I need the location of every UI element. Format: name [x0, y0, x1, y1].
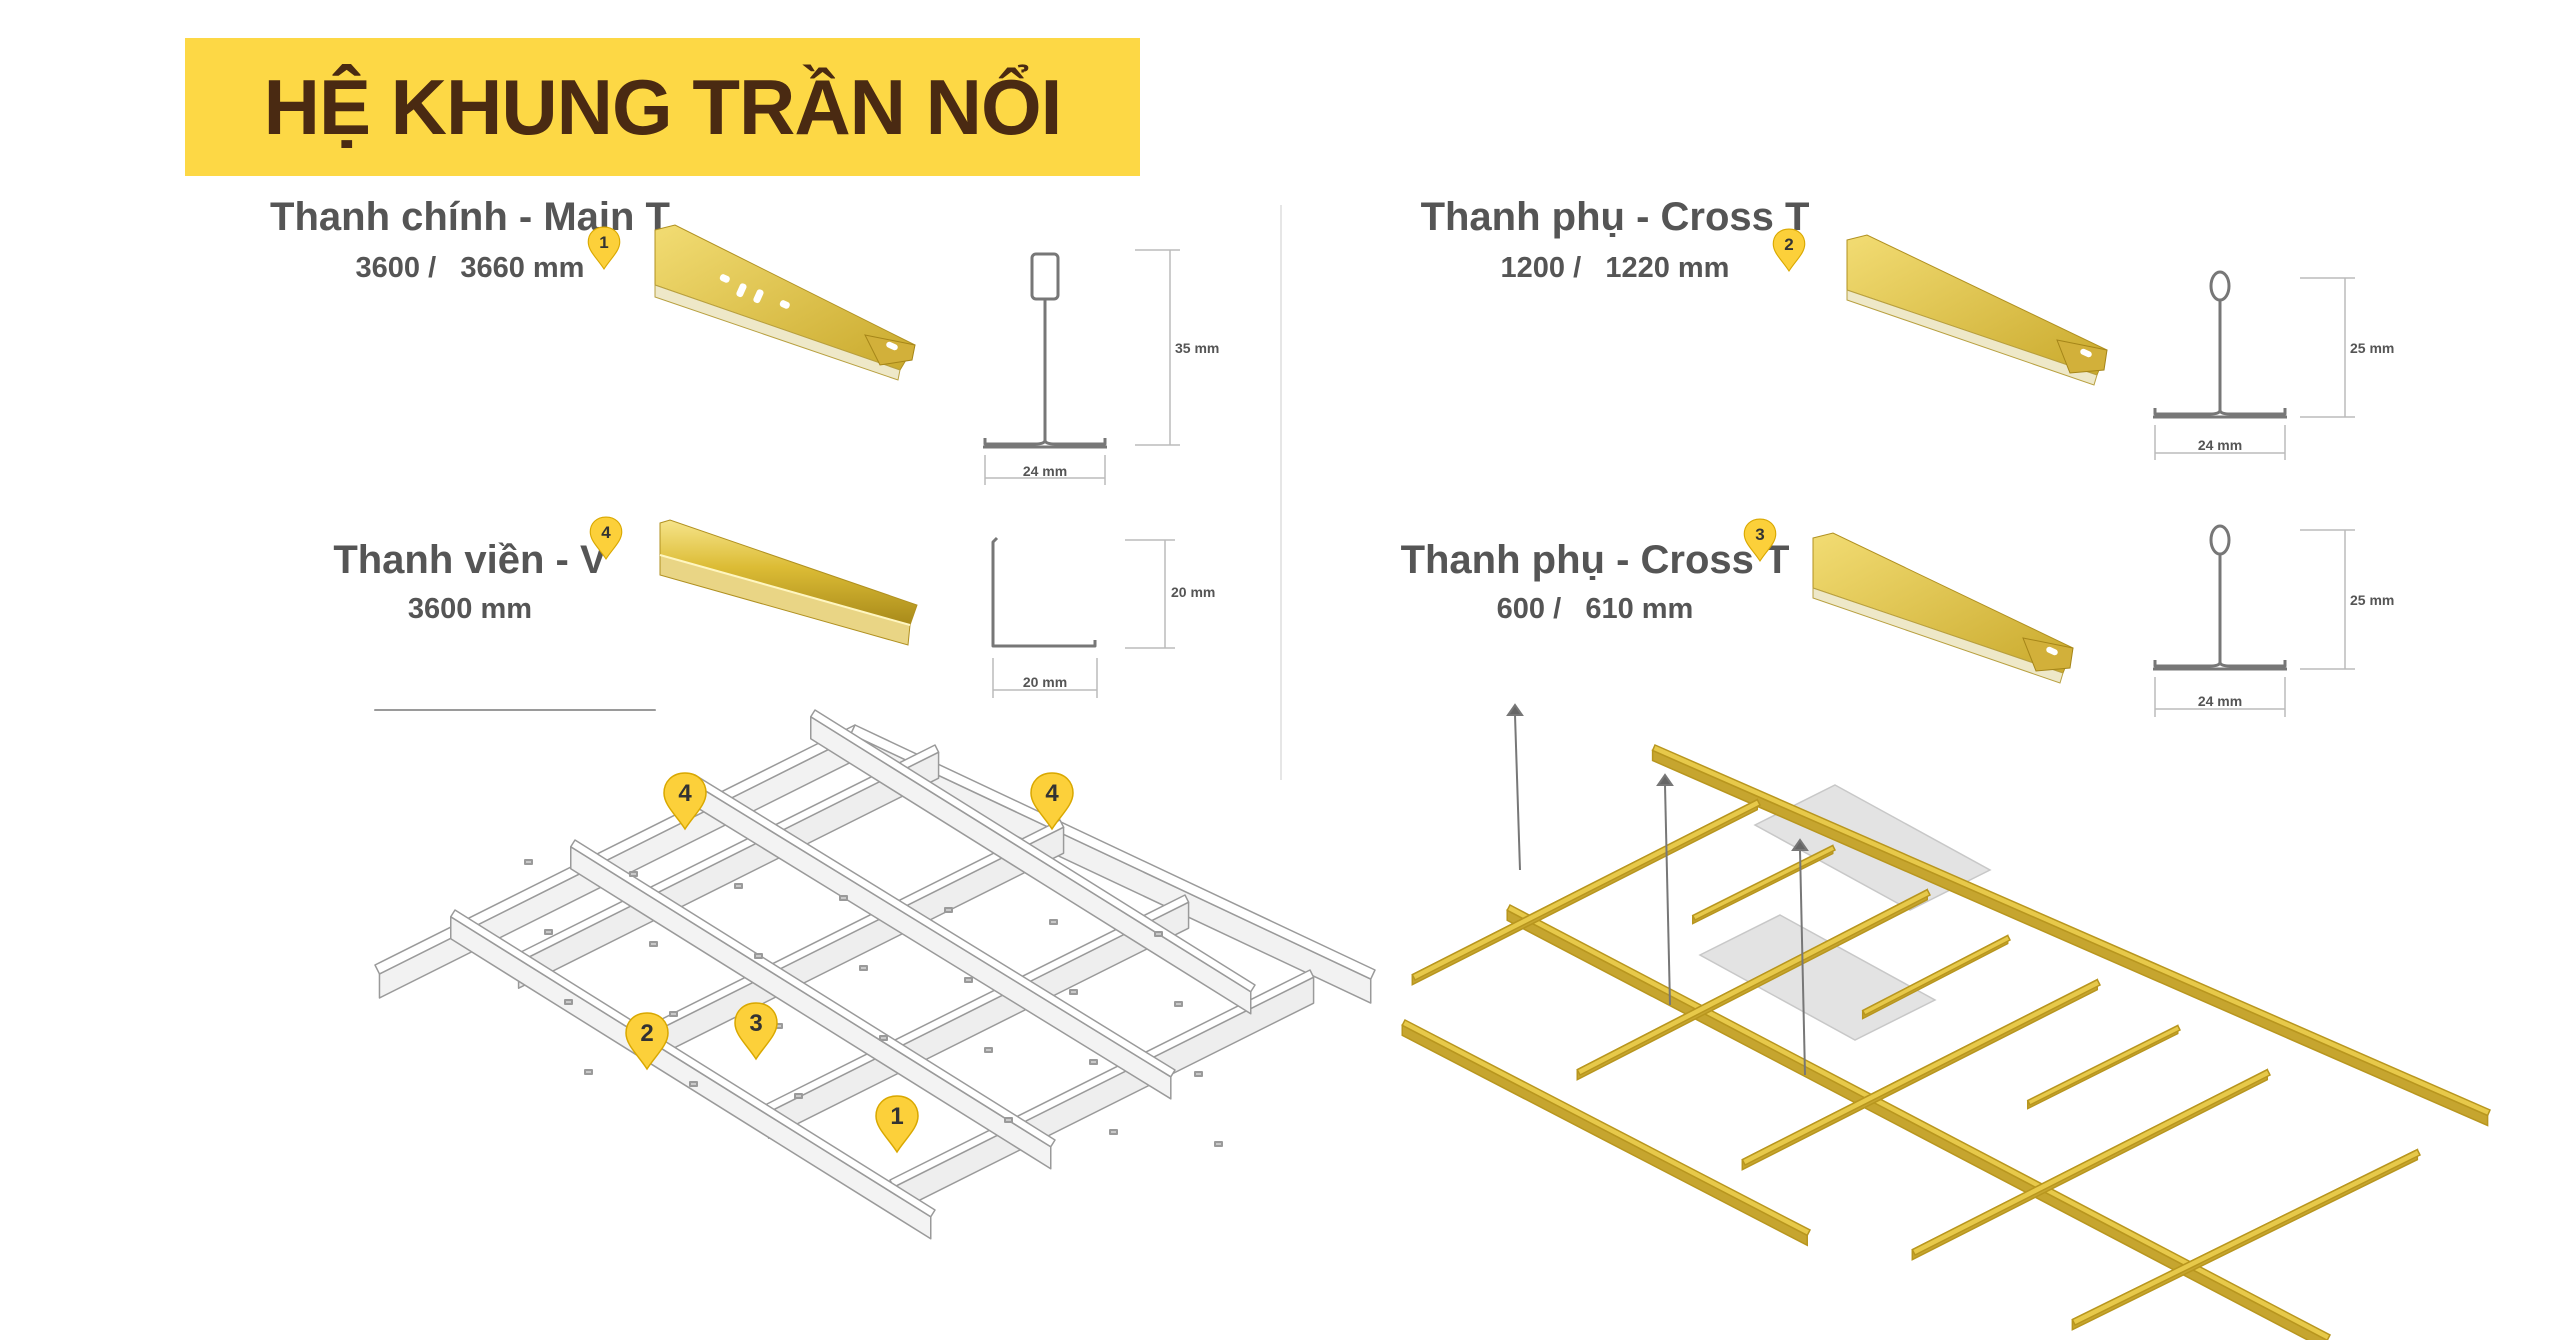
slot-detail	[1174, 1001, 1183, 1007]
svg-text:4: 4	[1045, 780, 1059, 807]
short-cross-t-gold	[1861, 934, 2012, 1020]
slot-detail	[1069, 989, 1078, 995]
marker-pin-icon-wall-angle: 4	[589, 516, 623, 560]
main-t-profile-diagram: 35 mm 24 mm	[983, 249, 1219, 485]
slot-detail	[794, 1093, 803, 1099]
short-cross-t-gold	[1691, 844, 1837, 925]
title-banner: HỆ KHUNG TRẦN NỔI	[185, 38, 1140, 176]
cross-t-gold	[2071, 1148, 2422, 1331]
marker-label: 2	[1784, 235, 1793, 254]
product-size-wall-angle: 3600 mm	[407, 593, 533, 625]
main-t-gold	[1506, 903, 2332, 1340]
hanger-wire	[1664, 784, 1671, 1006]
product-name-cross-t-short: Thanh phụ - Cross T	[1400, 538, 1790, 582]
wall-angle-profile-diagram: 20 mm 20 mm	[991, 536, 1215, 698]
cross-t-long-bar-image	[1846, 234, 2108, 386]
marker-pin-icon-cross-t-long: 2	[1772, 228, 1806, 272]
assembly-pin-icon: 4	[663, 772, 707, 830]
cross-t-part	[570, 839, 1056, 1170]
cross-t-long-profile-diagram: 25 mm 24 mm	[2153, 270, 2394, 460]
cross-t-gold	[1911, 1068, 2272, 1261]
slot-detail	[584, 1069, 593, 1075]
slot-detail	[1109, 1129, 1118, 1135]
cross-t-part	[810, 709, 1256, 1015]
slot-detail	[1194, 1071, 1203, 1077]
slot-detail	[984, 1047, 993, 1053]
slot-detail	[544, 929, 553, 935]
dimension-height: 25 mm	[2350, 340, 2394, 356]
hanger-clip-icon	[1506, 703, 1524, 716]
marker-label: 3	[1755, 525, 1764, 544]
hanger-wire	[1799, 849, 1806, 1076]
slot-detail	[689, 1081, 698, 1087]
product-name-cross-t-long: Thanh phụ - Cross T	[1420, 195, 1810, 239]
slot-detail	[669, 1011, 678, 1017]
slot-detail	[839, 895, 848, 901]
marker-label: 1	[599, 233, 608, 252]
dimension-height: 35 mm	[1175, 340, 1219, 356]
exploded-grid-diagram: 4 4 2 3 1	[374, 709, 1376, 1240]
cross-t-part	[450, 909, 936, 1240]
slot-detail	[964, 977, 973, 983]
dimension-width: 24 mm	[2198, 693, 2242, 709]
svg-text:1: 1	[890, 1103, 903, 1130]
slot-detail	[944, 907, 953, 913]
slot-detail	[859, 965, 868, 971]
svg-text:4: 4	[678, 780, 692, 807]
page-title: HỆ KHUNG TRẦN NỔI	[263, 62, 1063, 151]
slot-detail	[734, 883, 743, 889]
dimension-height: 25 mm	[2350, 592, 2394, 608]
cross-t-gold	[1576, 888, 1932, 1081]
hanger-clip-icon	[1656, 773, 1674, 786]
dimension-width: 24 mm	[2198, 437, 2242, 453]
wall-angle-part	[849, 724, 1376, 1004]
assembly-pin-icon: 2	[625, 1012, 669, 1070]
cross-t-part	[690, 774, 1176, 1100]
slot-detail	[1004, 1117, 1013, 1123]
short-cross-t-gold	[2026, 1024, 2182, 1110]
cross-t-short-bar-image	[1812, 532, 2074, 684]
column-divider	[1280, 205, 1282, 780]
main-t-bar-image	[654, 224, 916, 381]
dimension-width: 24 mm	[1023, 463, 1067, 479]
main-t-gold	[1401, 1018, 1812, 1247]
product-size-cross-t-long: 1200 / 1220 mm	[1500, 252, 1730, 284]
product-size-cross-t-short: 600 / 610 mm	[1496, 593, 1694, 625]
slot-detail	[564, 999, 573, 1005]
cross-t-short-profile-diagram: 25 mm 24 mm	[2153, 524, 2394, 717]
assembly-pin-icon: 3	[734, 1002, 778, 1060]
product-size-main-t: 3600 / 3660 mm	[355, 252, 585, 284]
hanger-clip-icon	[1791, 838, 1809, 851]
dimension-width: 20 mm	[1023, 674, 1067, 690]
product-name-wall-angle: Thanh viền - V	[333, 538, 607, 582]
main-t-gold	[1651, 744, 2491, 1127]
ceiling-panel	[1698, 914, 1937, 1041]
slot-detail	[1154, 931, 1163, 937]
slot-detail	[1089, 1059, 1098, 1065]
wall-angle-bar-image	[659, 519, 918, 646]
slot-detail	[524, 859, 533, 865]
dimension-height: 20 mm	[1171, 584, 1215, 600]
installed-ceiling-diagram	[1401, 703, 2491, 1340]
main-t-part	[764, 894, 1190, 1139]
slot-detail	[649, 941, 658, 947]
marker-label: 4	[601, 523, 611, 542]
slot-detail	[1049, 919, 1058, 925]
slot-detail	[629, 871, 638, 877]
hanger-wire	[1514, 714, 1521, 871]
marker-pin-icon-main-t: 1	[587, 226, 621, 270]
assembly-pin-icon: 1	[875, 1095, 919, 1153]
slot-detail	[754, 953, 763, 959]
slot-detail	[1214, 1141, 1223, 1147]
marker-pin-icon-cross-t-short: 3	[1743, 518, 1777, 562]
cross-t-gold	[1411, 798, 1762, 986]
cross-t-gold	[1741, 978, 2102, 1171]
slot-detail	[879, 1035, 888, 1041]
svg-text:3: 3	[749, 1010, 762, 1037]
svg-text:2: 2	[640, 1020, 653, 1047]
assembly-pin-icon: 4	[1030, 772, 1074, 830]
